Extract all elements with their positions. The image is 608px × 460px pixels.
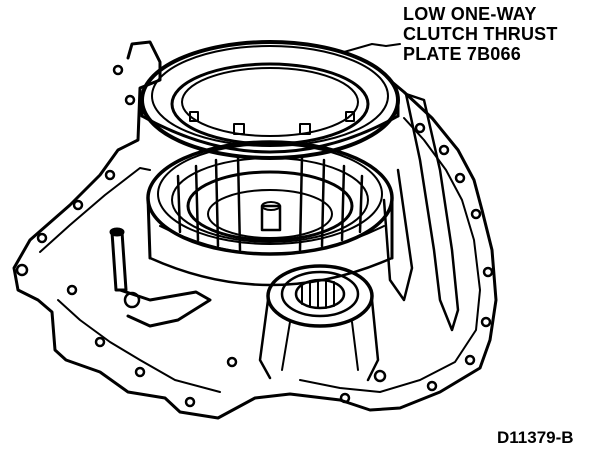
case-flange — [39, 117, 481, 393]
servo-cover — [382, 92, 460, 332]
callout-line-2: CLUTCH THRUST — [403, 24, 558, 44]
clutch-drum — [146, 140, 394, 287]
callout-line-1: LOW ONE-WAY — [403, 4, 537, 24]
case-bolt-holes — [15, 64, 494, 408]
output-bearing — [258, 264, 380, 382]
drum-splines — [176, 154, 364, 252]
case-outline — [12, 40, 498, 420]
manual-shaft — [109, 227, 212, 328]
callout-leader — [343, 43, 401, 53]
callout-line-3: PLATE 7B066 — [403, 44, 521, 64]
thrust-plate-callout: LOW ONE-WAY CLUTCH THRUST PLATE 7B066 — [403, 4, 558, 64]
figure-id: D11379-B — [497, 428, 574, 447]
